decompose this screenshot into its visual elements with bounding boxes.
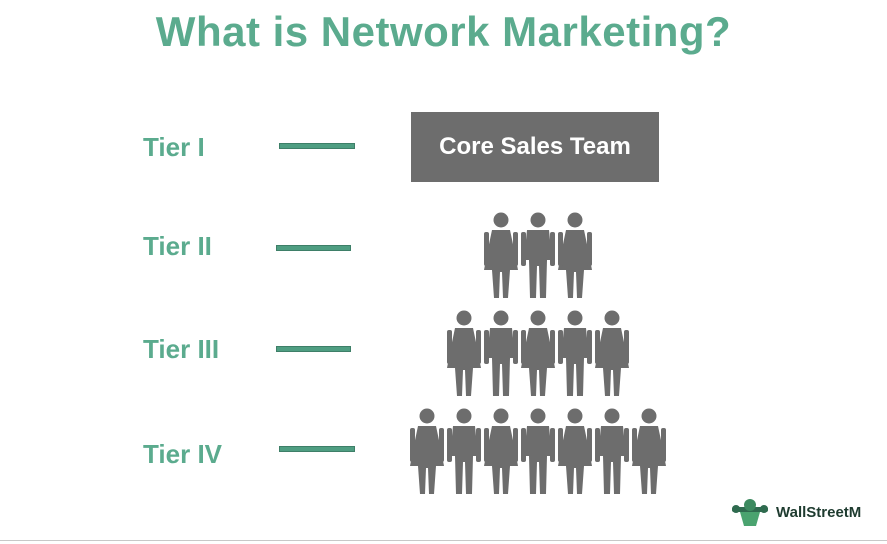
tier-3-person-1 xyxy=(447,310,481,396)
tier-3-person-3 xyxy=(521,310,555,396)
tier-4-label: Tier IV xyxy=(143,439,223,469)
tier-2-label: Tier II xyxy=(143,231,212,261)
tier-4-person-4 xyxy=(521,408,555,494)
core-sales-team-label: Core Sales Team xyxy=(439,133,631,160)
tier-3-person-2 xyxy=(484,310,518,396)
bottom-divider xyxy=(0,540,887,541)
tier-4-person-7 xyxy=(632,408,666,494)
tier-2-person-2 xyxy=(521,212,555,298)
brand-logo: WallStreetM xyxy=(730,496,861,528)
tier-4-person-2 xyxy=(447,408,481,494)
tier-2-person-3 xyxy=(558,212,592,298)
brand-name: WallStreetM xyxy=(776,503,862,521)
page-title: What is Network Marketing? xyxy=(155,8,732,55)
tier-4-person-6 xyxy=(595,408,629,494)
tier-2-connector xyxy=(276,245,351,251)
tier-1-label: Tier I xyxy=(143,132,205,162)
tier-4-person-3 xyxy=(484,408,518,494)
tier-4-connector xyxy=(279,446,355,452)
tier-3-person-5 xyxy=(595,310,629,396)
core-sales-team-box: Core Sales Team xyxy=(411,112,659,182)
tier-3-person-4 xyxy=(558,310,592,396)
tier-2-person-1 xyxy=(484,212,518,298)
tier-3-connector xyxy=(276,346,351,352)
tier-3-label: Tier III xyxy=(143,334,220,364)
brand-mascot-icon xyxy=(732,499,768,526)
tier-4-person-5 xyxy=(558,408,592,494)
tier-1-connector xyxy=(279,143,355,149)
tier-4-person-1 xyxy=(410,408,444,494)
